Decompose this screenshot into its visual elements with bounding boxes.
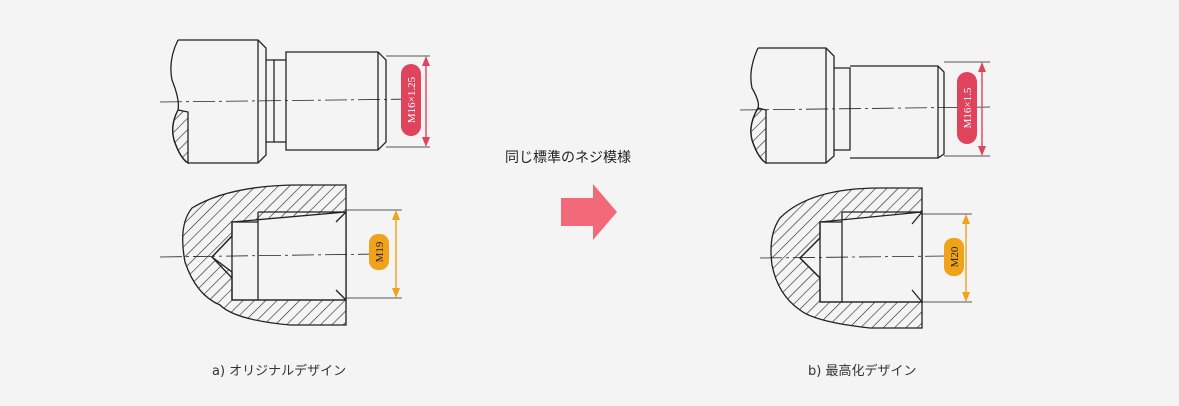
original-caption: a) オリジナルデザイン <box>212 364 347 379</box>
optimized-hole-drawing <box>759 187 972 329</box>
original-hole-dim-label: M19 <box>374 241 386 262</box>
original-hole-dim-badge: M19 <box>369 234 389 270</box>
optimized-hole-dim-label: M20 <box>949 246 961 267</box>
original-hole-dimension-arrow <box>392 210 400 298</box>
original-shaft-dimension-arrow <box>422 56 430 147</box>
optimized-shaft-dim-label: M16×1.5 <box>962 87 974 128</box>
right-arrow-icon <box>561 184 617 240</box>
optimized-shaft-dimension-arrow <box>978 62 986 156</box>
optimized-hole-dimension-arrow <box>962 214 970 302</box>
optimized-caption: b) 最高化デザイン <box>808 364 917 379</box>
original-shaft-dim-badge: M16×1.25 <box>401 64 421 136</box>
optimized-hole-dim-badge: M20 <box>944 238 964 276</box>
optimized-shaft-drawing <box>739 47 991 165</box>
original-hole-drawing <box>159 184 402 326</box>
original-shaft-drawing <box>159 39 430 165</box>
optimized-shaft-dim-badge: M16×1.5 <box>957 72 977 144</box>
center-label: 同じ標準のネジ模様 <box>505 150 631 166</box>
original-shaft-dim-label: M16×1.25 <box>406 76 418 123</box>
